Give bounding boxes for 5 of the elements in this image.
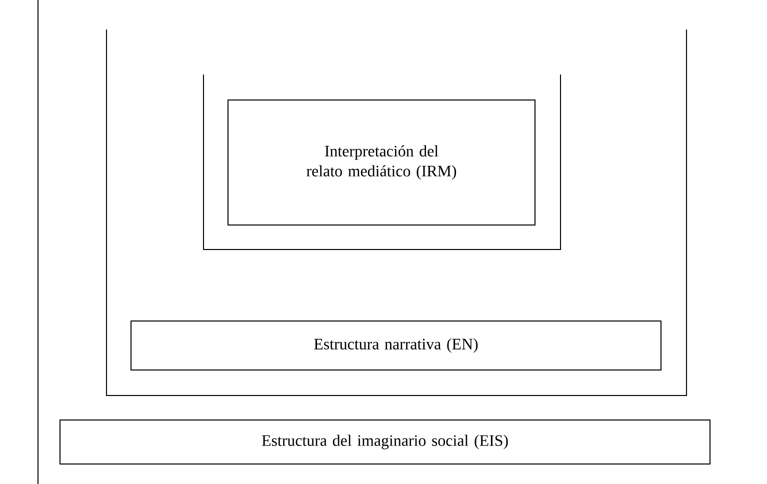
text-box: Estructura narrativa (EN) [130, 320, 662, 370]
open-container [106, 29, 687, 396]
open-container [203, 74, 561, 250]
text-box: Interpretación del relato mediático (IRM) [228, 99, 536, 226]
text-box: Estructura del imaginario social (EIS) [60, 419, 710, 464]
